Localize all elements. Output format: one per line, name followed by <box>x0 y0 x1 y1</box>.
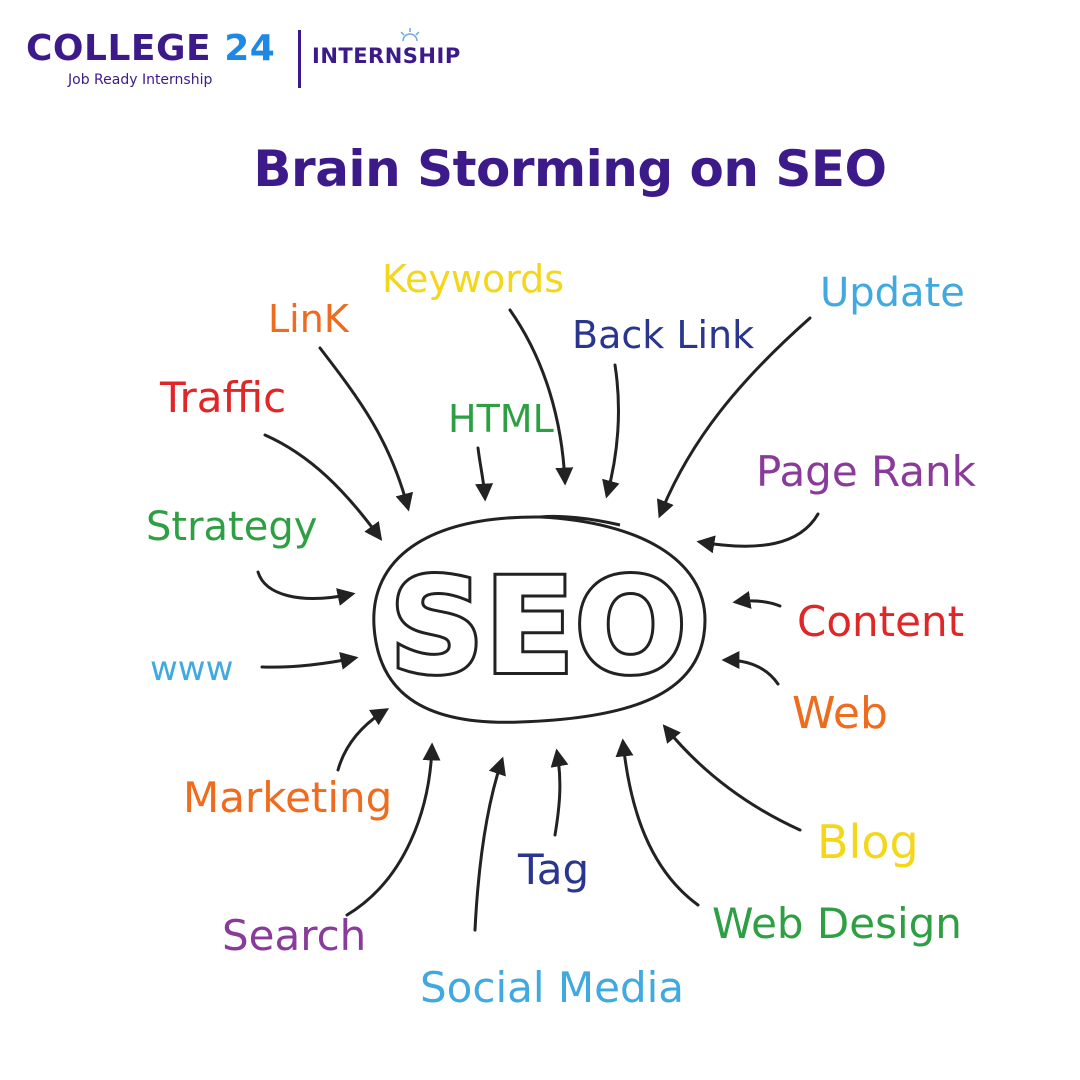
keyword-marketing: Marketing <box>183 773 392 822</box>
arrows <box>256 308 820 932</box>
arrow-traffic <box>263 433 383 541</box>
sunrise-icon <box>400 28 420 42</box>
arrow-content <box>732 591 782 609</box>
arrow-back-link <box>602 363 620 499</box>
arrow-search <box>345 742 441 917</box>
keyword-web-design: Web Design <box>712 899 962 948</box>
arrow-update <box>656 316 812 519</box>
keyword-social-media: Social Media <box>420 963 684 1012</box>
arrow-social-media <box>473 756 506 932</box>
page-title: Brain Storming on SEO <box>253 140 887 198</box>
arrow-link <box>318 346 414 512</box>
keyword-strategy: Strategy <box>146 504 317 550</box>
keyword-keywords: Keywords <box>382 257 564 301</box>
seo-center-outline <box>372 514 707 724</box>
arrow-web <box>721 651 780 686</box>
keyword-web: Web <box>792 688 888 739</box>
keyword-html: HTML <box>448 397 554 441</box>
arrow-www <box>260 651 359 670</box>
keyword-page-rank: Page Rank <box>756 447 977 496</box>
arrow-web-design <box>615 738 700 907</box>
brand-name-text: COLLEGE <box>26 28 212 69</box>
arrow-tag <box>550 748 569 837</box>
keyword-traffic: Traffic <box>159 373 286 422</box>
keyword-tag: Tag <box>517 845 589 894</box>
keyword-back-link: Back Link <box>572 313 754 357</box>
brand-name: COLLEGE 24 <box>26 28 275 69</box>
brand-product: INTERNSHIP <box>312 44 461 68</box>
keyword-labels: LinK Keywords Back Link Update Traffic H… <box>146 257 977 1012</box>
keyword-blog: Blog <box>817 815 919 869</box>
brand-logo: COLLEGE 24 Job Ready Internship INTERNSH… <box>26 26 466 96</box>
arrow-page-rank <box>696 512 820 554</box>
arrow-blog <box>662 724 802 832</box>
keyword-www: www <box>150 649 233 689</box>
arrow-marketing <box>336 708 390 772</box>
arrow-keywords <box>508 308 574 486</box>
keyword-search: Search <box>222 911 366 960</box>
keyword-update: Update <box>820 270 965 316</box>
keyword-link: LinK <box>268 297 350 341</box>
arrow-html <box>475 446 494 502</box>
brand-divider <box>298 30 301 88</box>
seo-center-label: SEO <box>389 550 686 704</box>
arrow-strategy <box>256 570 356 606</box>
keyword-content: Content <box>797 597 964 646</box>
brand-name-number: 24 <box>224 28 276 69</box>
brand-tagline: Job Ready Internship <box>68 72 213 88</box>
